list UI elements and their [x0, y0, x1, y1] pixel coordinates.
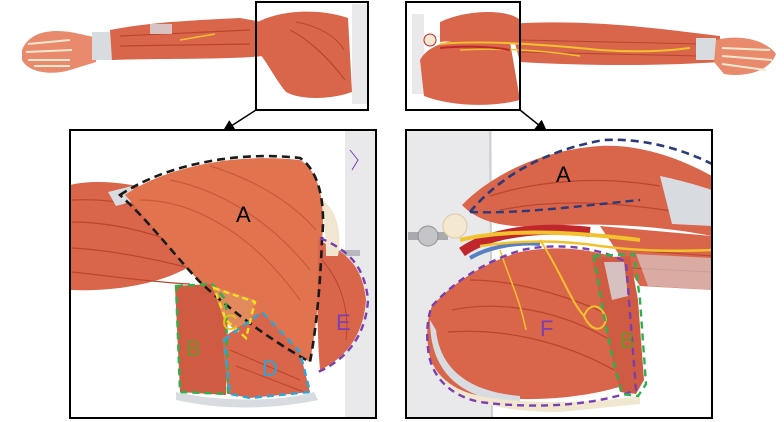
label-e-left: E — [336, 310, 351, 335]
left-zoom-frame — [69, 129, 377, 419]
label-d-left: D — [262, 356, 278, 381]
label-a-right: A — [556, 162, 571, 187]
right-zoom-panel: A F B — [406, 130, 712, 418]
top-left-arm-image — [22, 4, 368, 104]
top-left-zoom-box — [255, 1, 369, 111]
top-right-zoom-box — [405, 1, 521, 111]
outline-e-left — [317, 236, 370, 374]
outline-b-left — [174, 282, 230, 396]
right-zoom-frame — [405, 129, 713, 419]
outline-a-right-lower — [469, 198, 641, 214]
label-f-right: F — [540, 316, 553, 341]
left-zoom-panel: A B C D E — [70, 130, 376, 418]
outline-f-right — [426, 245, 638, 407]
label-b-left: B — [186, 336, 201, 361]
outline-a-left — [117, 154, 325, 365]
outline-b-right — [592, 252, 648, 398]
label-b-right: B — [620, 328, 635, 353]
arrow-left — [222, 109, 257, 132]
outline-c-left — [211, 286, 257, 341]
outline-a-right — [469, 138, 712, 213]
arrow-right — [519, 109, 548, 132]
label-c-left: C — [222, 310, 238, 335]
label-a-left: A — [236, 202, 251, 227]
top-right-arm-image — [412, 12, 776, 105]
